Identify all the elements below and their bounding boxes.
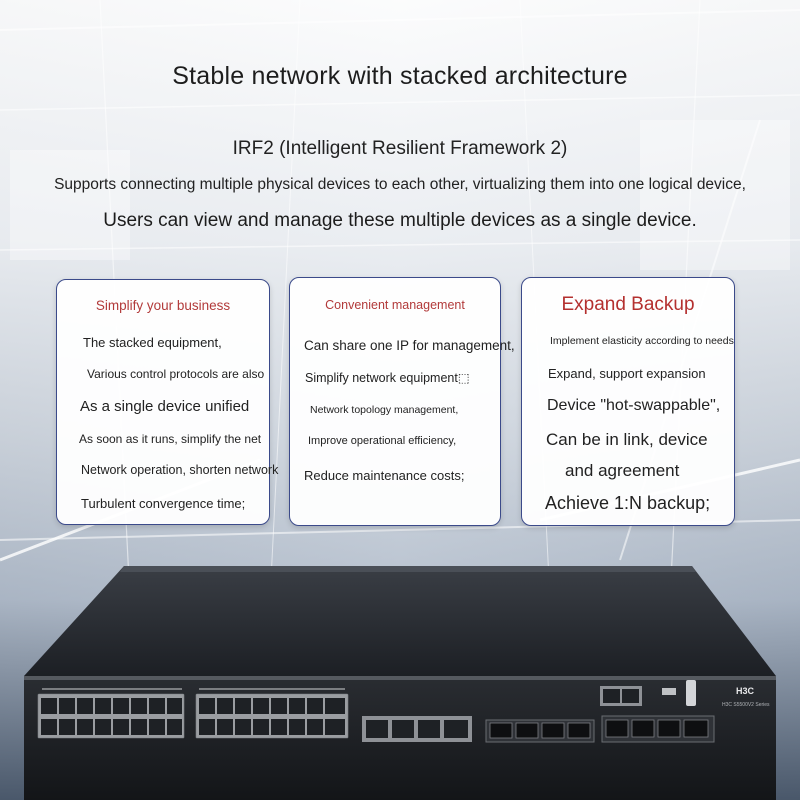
- feature-card-expand-backup: Expand Backup Implement elasticity accor…: [521, 277, 735, 526]
- card-line: Implement elasticity according to needs: [550, 335, 734, 347]
- card-line: Network topology management,: [310, 404, 459, 416]
- card-line: and agreement: [565, 461, 680, 480]
- card-line: The stacked equipment,: [83, 335, 222, 350]
- description-line-2: Users can view and manage these multiple…: [103, 210, 697, 231]
- brand-logo: H3C: [736, 686, 755, 696]
- card-line: Simplify network equipment⬚: [305, 371, 470, 385]
- irf-subtitle: IRF2 (Intelligent Resilient Framework 2): [232, 138, 568, 159]
- description-line-1: Supports connecting multiple physical de…: [54, 176, 746, 193]
- feature-card-simplify-business: Simplify your business The stacked equip…: [56, 279, 278, 525]
- card-line: Improve operational efficiency,: [308, 435, 457, 447]
- network-switch-icon: H3C H3C S5500V2 Series: [24, 566, 776, 800]
- card-line: Achieve 1:N backup;: [545, 493, 711, 513]
- card-line: Various control protocols are also: [87, 367, 265, 381]
- card-line: Can share one IP for management,: [304, 338, 515, 353]
- page-title: Stable network with stacked architecture: [172, 62, 628, 90]
- card-title: Convenient management: [325, 298, 465, 312]
- card-line: As a single device unified: [80, 398, 250, 415]
- card-title: Expand Backup: [561, 294, 695, 315]
- card-line: Network operation, shorten network: [81, 463, 279, 477]
- card-title: Simplify your business: [95, 298, 231, 313]
- card-line: As soon as it runs, simplify the net: [79, 432, 262, 446]
- card-line: Reduce maintenance costs;: [304, 468, 465, 483]
- card-line: Turbulent convergence time;: [81, 496, 246, 511]
- card-line: Expand, support expansion: [548, 366, 706, 381]
- feature-card-convenient-management: Convenient management Can share one IP f…: [289, 277, 515, 526]
- card-line: Device "hot-swappable",: [547, 397, 721, 414]
- series-label: H3C S5500V2 Series: [722, 702, 770, 708]
- card-line: Can be in link, device: [546, 430, 708, 449]
